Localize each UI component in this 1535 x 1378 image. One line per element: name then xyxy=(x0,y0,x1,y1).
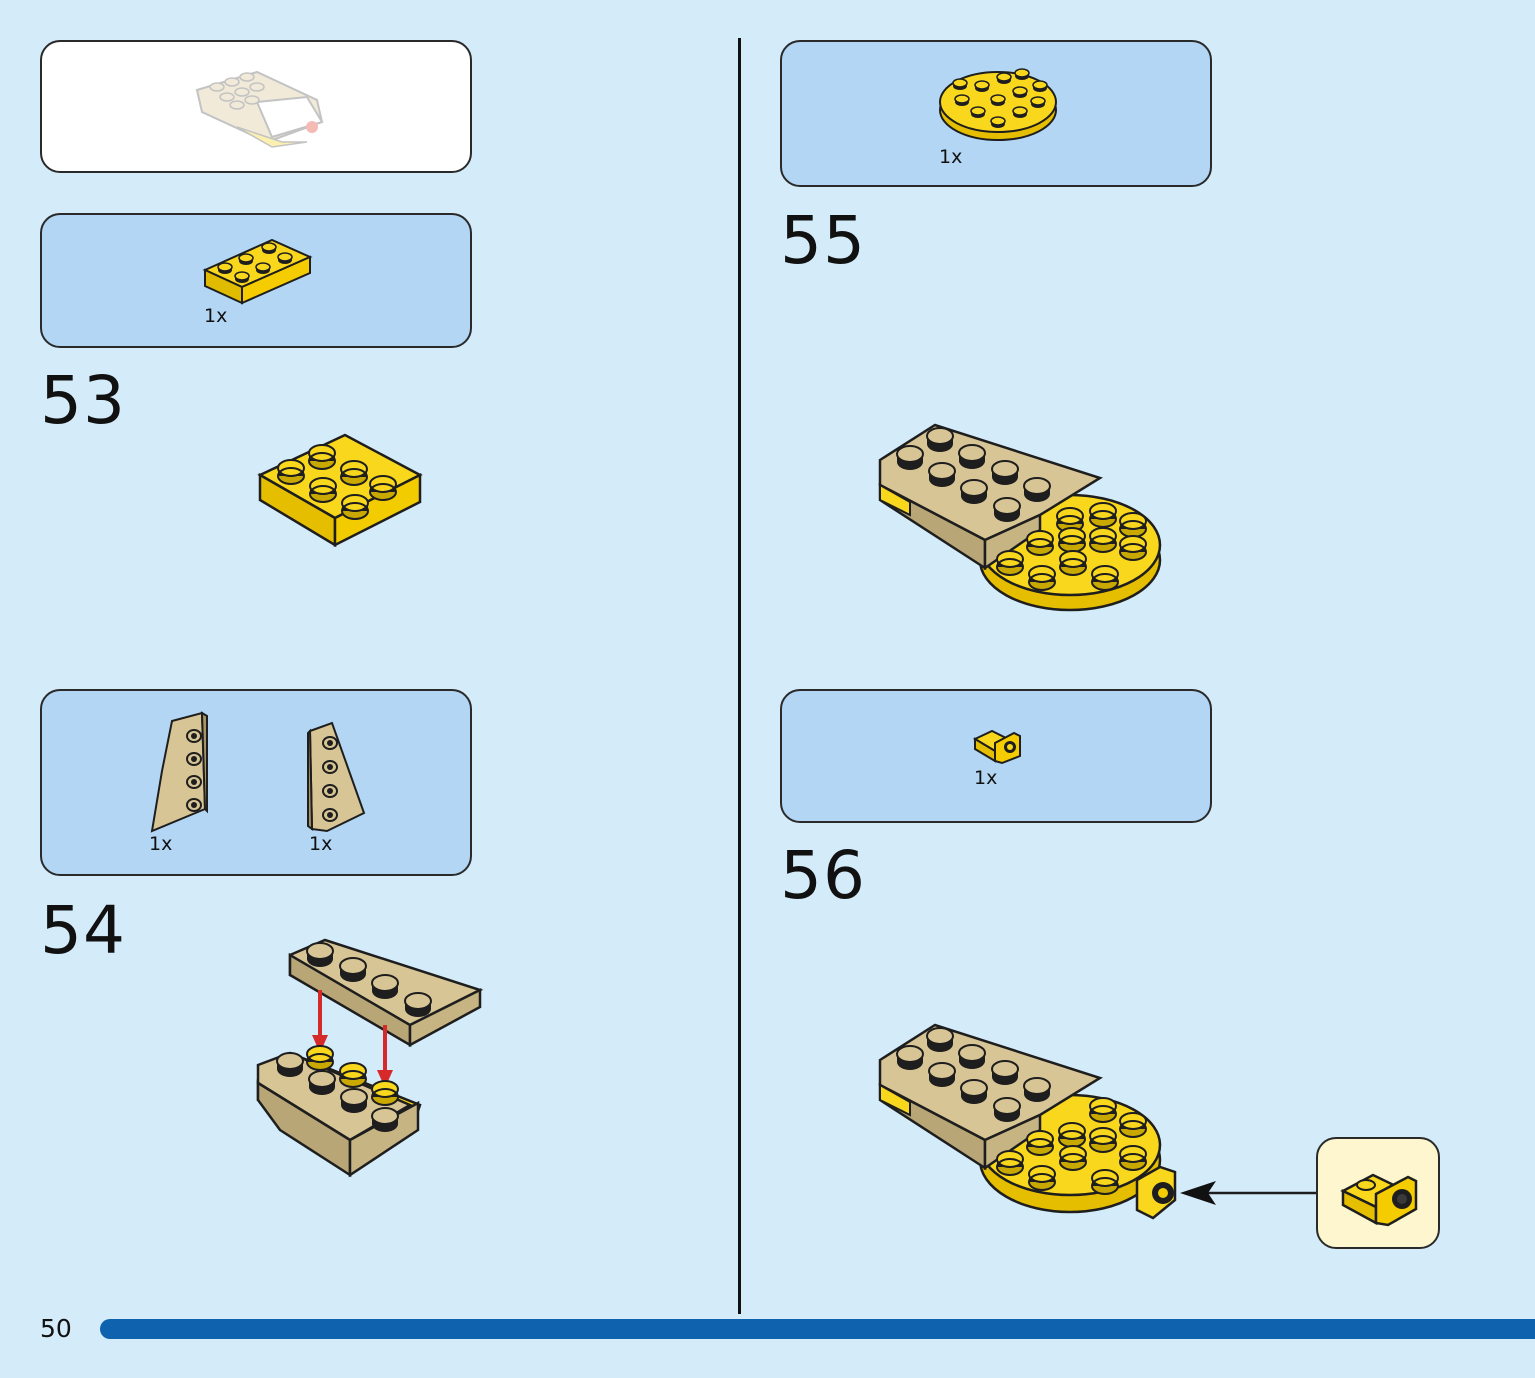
step-56-assembly xyxy=(878,1023,1177,1220)
attach-arrow xyxy=(1180,1181,1317,1205)
part-quantity: 1x xyxy=(939,146,963,168)
yellow-bracket-callout-icon xyxy=(1340,1173,1418,1227)
yellow-bracket-part xyxy=(972,729,1021,765)
previous-assembly-panel xyxy=(40,40,472,173)
yellow-round-plate-part xyxy=(939,68,1057,141)
page-footer-bar xyxy=(100,1319,1535,1339)
step-53-parts-panel: 1x xyxy=(40,213,472,348)
part-quantity: 1x xyxy=(204,305,228,327)
part-quantity: 1x xyxy=(974,767,998,789)
step-54-assembly xyxy=(256,938,484,1178)
yellow-plate-2x3-part xyxy=(202,238,313,305)
bracket-callout xyxy=(1316,1137,1440,1249)
step-number-56: 56 xyxy=(780,837,866,914)
step-55-assembly xyxy=(878,423,1162,612)
step-53-yellow-plate xyxy=(257,433,423,548)
page-number: 50 xyxy=(40,1314,72,1343)
step-number-54: 54 xyxy=(40,892,126,969)
step-56-parts-panel: 1x xyxy=(780,689,1212,823)
previous-assembly-illustration xyxy=(195,70,324,148)
part-quantity: 1x xyxy=(149,833,173,855)
step-number-55: 55 xyxy=(780,202,866,279)
tan-wing-plates-parts xyxy=(150,711,366,833)
step-55-parts-panel: 1x xyxy=(780,40,1212,187)
column-divider xyxy=(738,38,741,1314)
step-number-53: 53 xyxy=(40,362,126,439)
part-quantity: 1x xyxy=(309,833,333,855)
step-54-parts-panel: 1x 1x xyxy=(40,689,472,876)
